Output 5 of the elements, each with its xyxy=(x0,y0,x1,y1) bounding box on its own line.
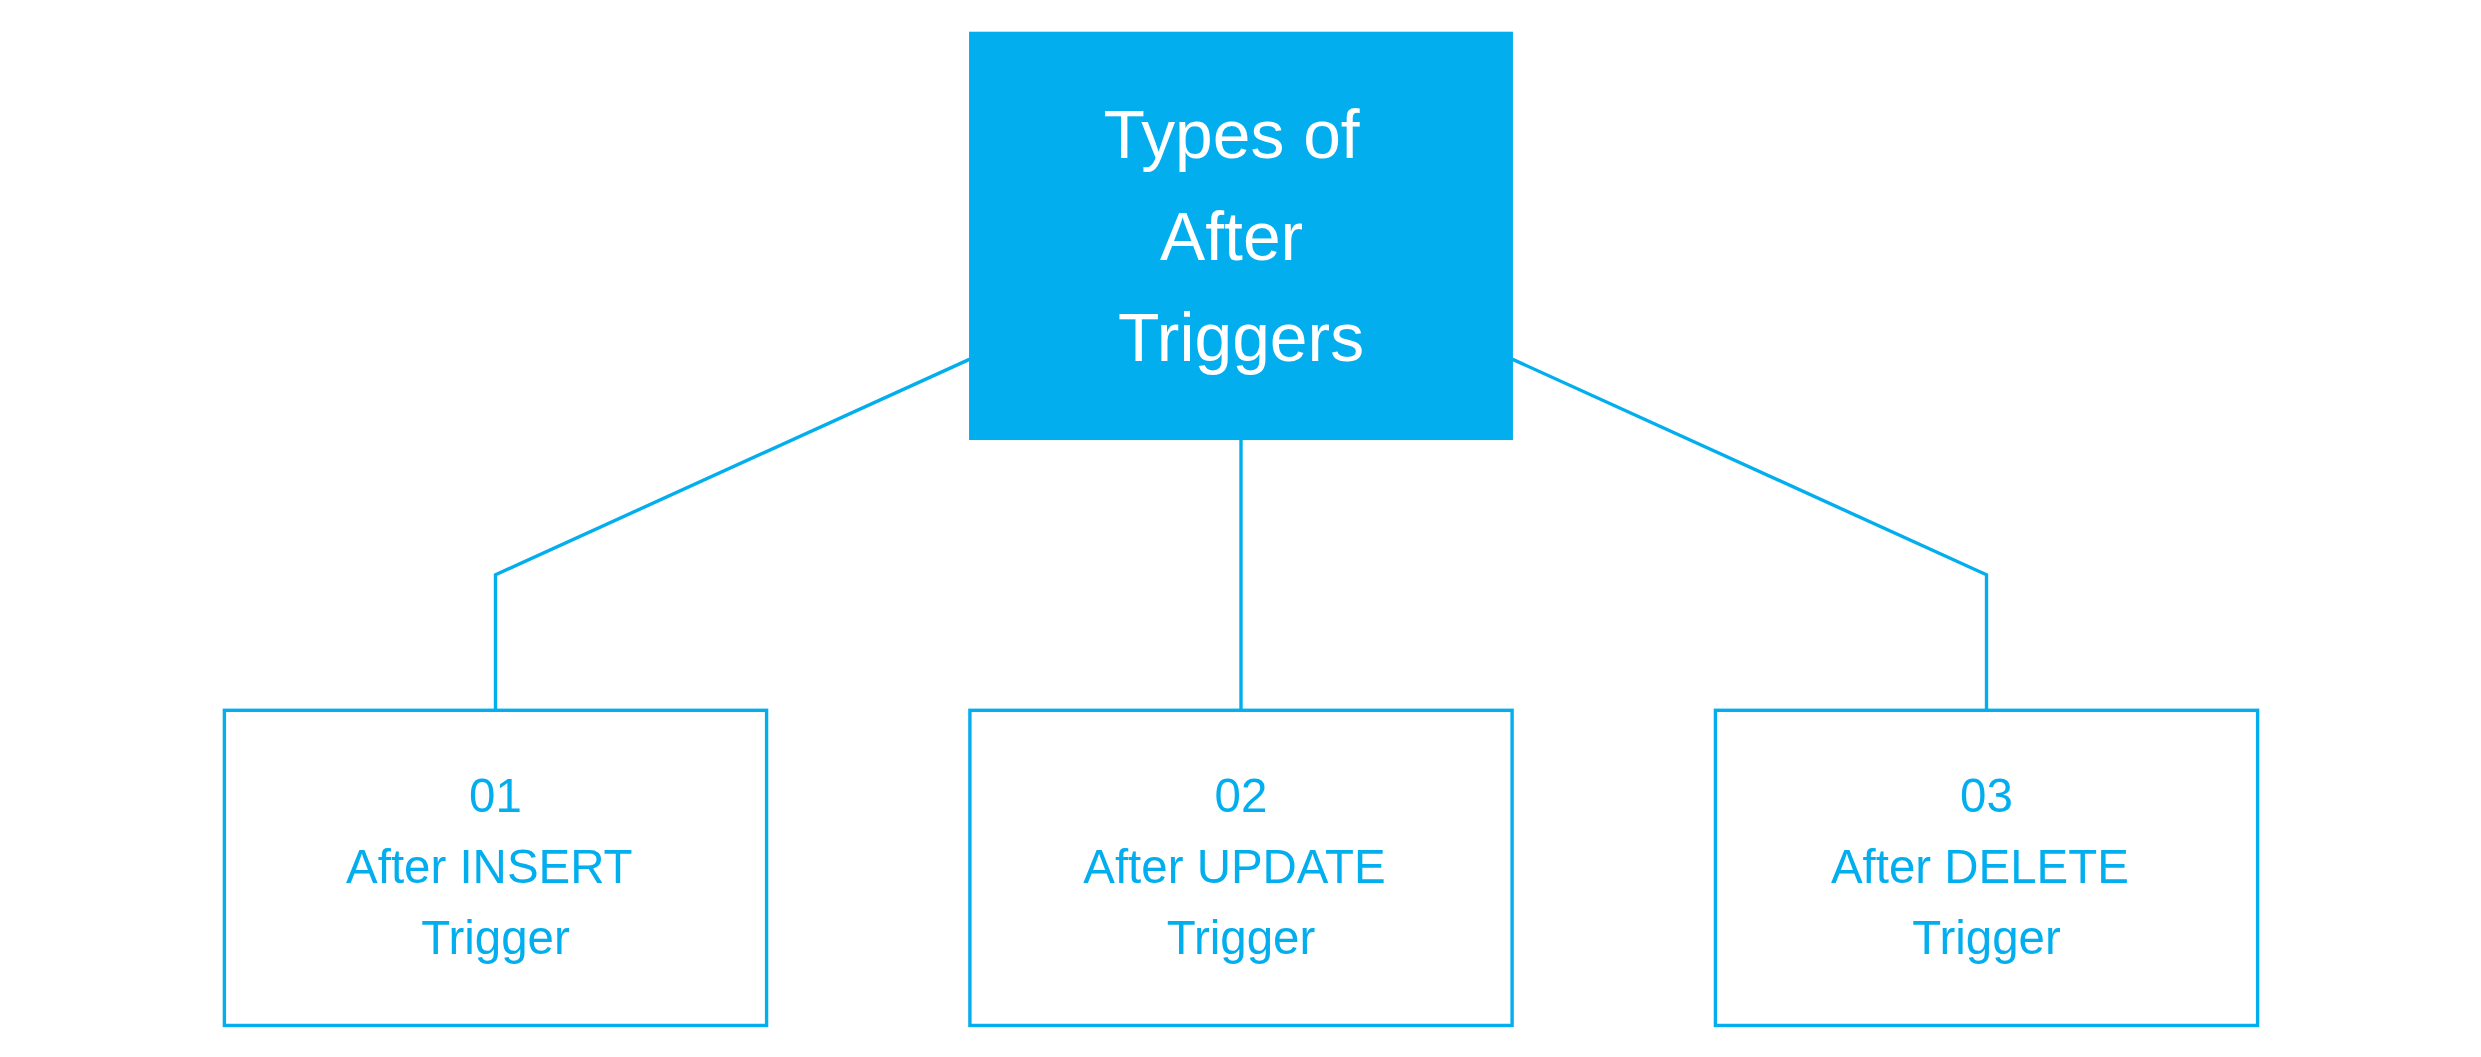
node-box: 01 After INSERT Trigger xyxy=(222,708,768,1027)
node-box: 02 After UPDATE Trigger xyxy=(967,708,1514,1027)
node-box: 03 After DELETE Trigger xyxy=(1713,708,2259,1027)
connector xyxy=(1238,438,1243,710)
node-box: Types of After Triggers xyxy=(968,31,1513,440)
